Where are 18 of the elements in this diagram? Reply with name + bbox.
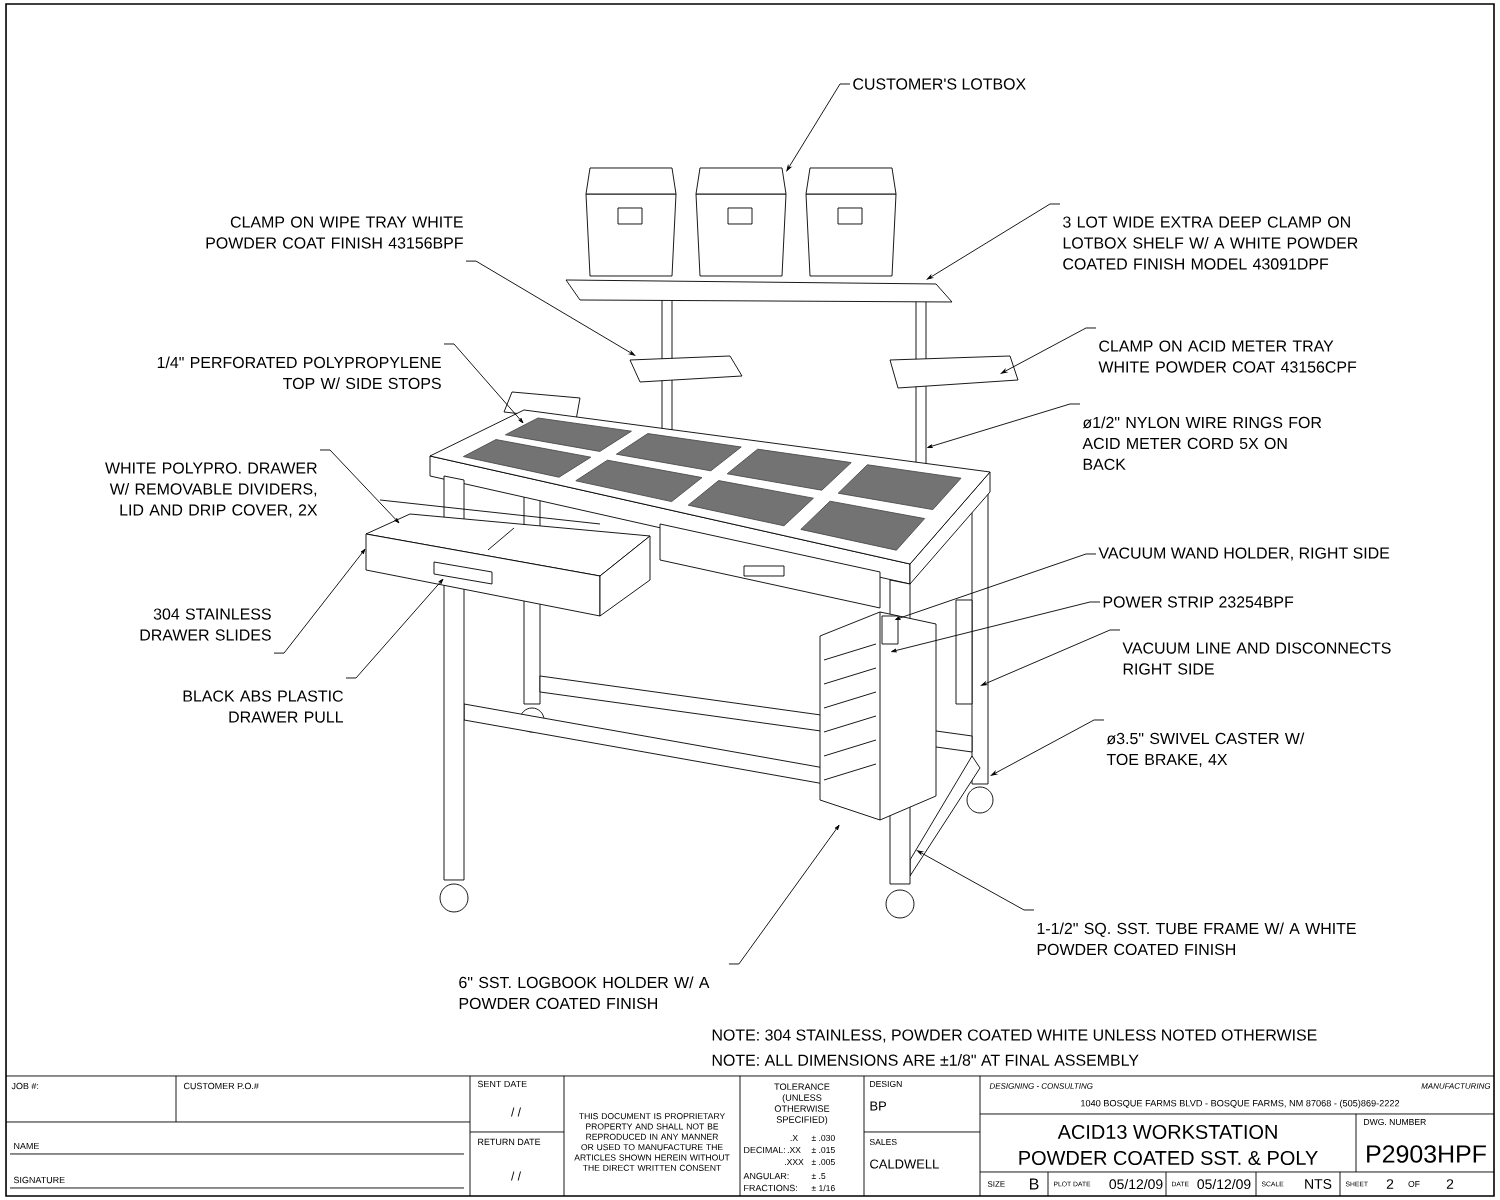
leader-line bbox=[1000, 327, 1097, 374]
leader-line bbox=[345, 578, 444, 679]
leader-line bbox=[990, 719, 1105, 776]
leader-line bbox=[981, 629, 1121, 686]
leader-line bbox=[465, 260, 636, 356]
leader-line bbox=[273, 548, 366, 654]
drawing-title: POWDER COATED SST. & POLY bbox=[1019, 1150, 1318, 1166]
drawing-number: P2903HPF bbox=[1367, 1145, 1486, 1163]
leader-line bbox=[319, 449, 400, 524]
leader-line bbox=[927, 403, 1081, 448]
leader-line bbox=[916, 850, 1035, 911]
leader-line bbox=[891, 601, 1101, 653]
drawing-title: ACID13 WORKSTATION bbox=[1057, 1124, 1277, 1140]
leader-line bbox=[786, 83, 851, 172]
leader-line bbox=[728, 824, 840, 965]
leader-line bbox=[926, 203, 1061, 280]
leader-line bbox=[895, 553, 1097, 620]
leader-line bbox=[443, 343, 524, 424]
